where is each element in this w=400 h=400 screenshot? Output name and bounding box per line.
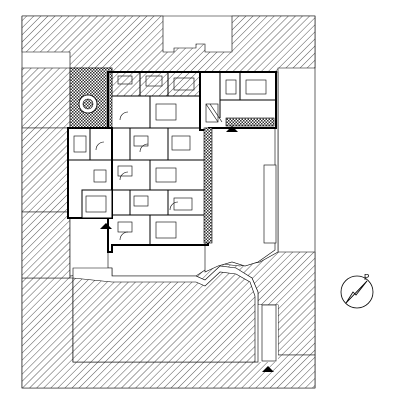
fixtures — [73, 75, 267, 241]
hatched-block-lower-left — [21, 211, 71, 279]
entrance-marker-left — [100, 223, 112, 229]
interior-walls — [68, 72, 276, 245]
compass: P — [340, 273, 374, 309]
entrance-marker-bottom — [262, 366, 274, 372]
compass-label: P — [364, 273, 369, 282]
entrance-marker-top — [226, 126, 238, 132]
entrance-markers — [100, 126, 274, 372]
hatched-block-left — [21, 127, 74, 213]
checkered-courtyard — [69, 67, 113, 129]
